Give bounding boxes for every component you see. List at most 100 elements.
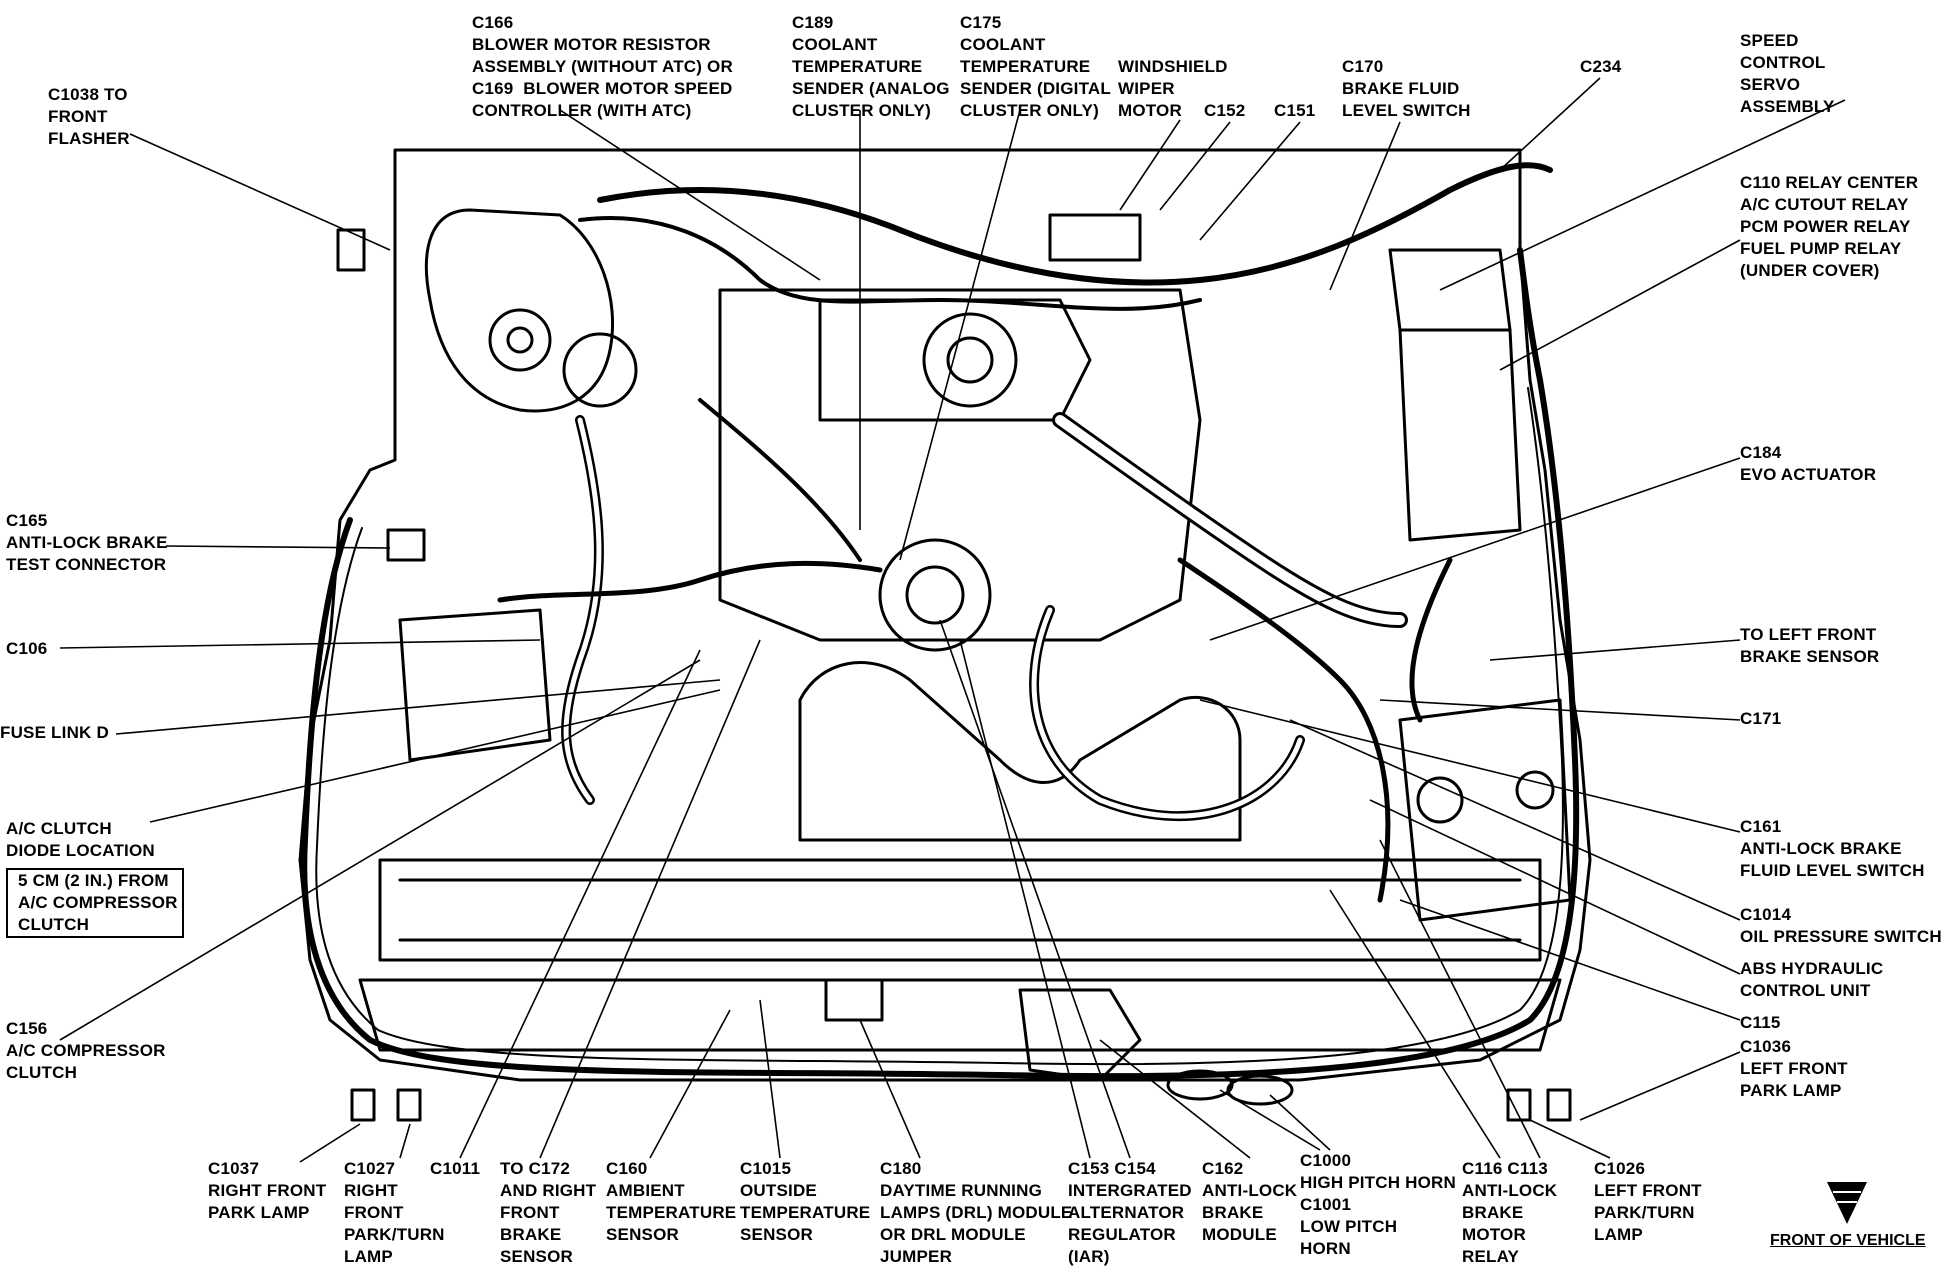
label-line: C110 RELAY CENTER bbox=[1740, 173, 1919, 192]
label-line: PARK/TURN bbox=[1594, 1203, 1695, 1222]
conn-c1027 bbox=[396, 1088, 422, 1122]
label-line: BRAKE bbox=[1462, 1203, 1524, 1222]
label-line: C175 bbox=[960, 13, 1002, 32]
label-line: BRAKE SENSOR bbox=[1740, 647, 1880, 666]
label-line: C160 bbox=[606, 1159, 648, 1178]
engine-block bbox=[718, 288, 1202, 642]
radiator-support bbox=[378, 858, 1542, 962]
label-line: SENDER (DIGITAL bbox=[960, 79, 1111, 98]
label-line: A/C COMPRESSOR bbox=[6, 1041, 166, 1060]
label-line: C1000 bbox=[1300, 1151, 1352, 1170]
throttle-body-inner bbox=[946, 336, 994, 384]
alternator-inner bbox=[905, 565, 965, 625]
label-line: LAMPS (DRL) MODULE bbox=[880, 1203, 1073, 1222]
label-line: C151 bbox=[1274, 101, 1316, 120]
wiper-motor bbox=[1048, 213, 1142, 262]
label-line: TEMPERATURE bbox=[792, 57, 923, 76]
label-line: INTERGRATED bbox=[1068, 1181, 1192, 1200]
top-harness-2 bbox=[578, 216, 1202, 311]
label-line: A/C COMPRESSOR bbox=[18, 893, 178, 912]
throttle-body bbox=[922, 312, 1018, 408]
label-line: C1037 bbox=[208, 1159, 260, 1178]
harness-outer bbox=[301, 247, 1580, 1080]
label-line: C116 C113 bbox=[1462, 1159, 1548, 1178]
label-line: HIGH PITCH HORN bbox=[1300, 1173, 1456, 1192]
label-line: FUSE LINK D bbox=[0, 723, 109, 742]
label-line: C162 bbox=[1202, 1159, 1244, 1178]
label-line: C153 C154 bbox=[1068, 1159, 1156, 1178]
label-line: (IAR) bbox=[1068, 1247, 1110, 1266]
label-line: COOLANT bbox=[960, 35, 1046, 54]
label-line: BRAKE FLUID bbox=[1342, 79, 1460, 98]
label-line: ANTI-LOCK BRAKE bbox=[6, 533, 168, 552]
label-line: OUTSIDE bbox=[740, 1181, 817, 1200]
conn-c1026 bbox=[1506, 1088, 1532, 1122]
label-line: C234 bbox=[1580, 57, 1622, 76]
left-tray bbox=[398, 608, 552, 762]
label-line: CLUSTER ONLY) bbox=[792, 101, 931, 120]
label-line: C171 bbox=[1740, 709, 1782, 728]
front-of-vehicle-label: FRONT OF VEHICLE bbox=[1770, 1232, 1926, 1249]
label-line: OIL PRESSURE SWITCH bbox=[1740, 927, 1942, 946]
leader-lines bbox=[59, 77, 1846, 1163]
label-line: MOTOR bbox=[1462, 1225, 1526, 1244]
harness-branch-3 bbox=[1409, 557, 1453, 723]
radiator-support-2 bbox=[398, 878, 1522, 942]
label-line: A/C CUTOUT RELAY bbox=[1740, 195, 1909, 214]
abs-unit bbox=[1398, 698, 1572, 922]
label-line: C1015 bbox=[740, 1159, 792, 1178]
intake-manifold bbox=[818, 298, 1092, 422]
label-line: RIGHT bbox=[344, 1181, 398, 1200]
harness-branch-2 bbox=[1177, 557, 1391, 903]
label-line: DAYTIME RUNNING bbox=[880, 1181, 1042, 1200]
air-intake-duct-inner bbox=[1055, 415, 1405, 625]
pulley-left bbox=[562, 332, 638, 408]
label-line: FRONT bbox=[48, 107, 108, 126]
label-line: ABS HYDRAULIC bbox=[1740, 959, 1884, 978]
conn-c1036 bbox=[1546, 1088, 1572, 1122]
label-line: WIPER bbox=[1118, 79, 1175, 98]
label-line: C189 bbox=[792, 13, 834, 32]
drl-module bbox=[824, 978, 884, 1022]
label-line: SENSOR bbox=[740, 1225, 813, 1244]
harness-branch-1 bbox=[497, 560, 883, 603]
label-c171: C171 bbox=[1740, 708, 1781, 730]
label-line: HORN bbox=[1300, 1239, 1351, 1258]
left-tower bbox=[424, 208, 615, 413]
abs-cap bbox=[1515, 770, 1555, 810]
label-line: SENSOR bbox=[606, 1225, 679, 1244]
label-line: LEVEL SWITCH bbox=[1342, 101, 1471, 120]
label-line: PARK/TURN bbox=[344, 1225, 445, 1244]
label-line: AND RIGHT bbox=[500, 1181, 597, 1200]
label-line: ANTI-LOCK bbox=[1462, 1181, 1558, 1200]
label-line: TEST CONNECTOR bbox=[6, 555, 167, 574]
label-line: ANTI-LOCK bbox=[1202, 1181, 1298, 1200]
label-line: AMBIENT bbox=[606, 1181, 685, 1200]
harness-branch-4 bbox=[698, 398, 862, 562]
relay-center-2 bbox=[1388, 248, 1512, 332]
alternator bbox=[878, 538, 992, 652]
label-line: ANTI-LOCK BRAKE bbox=[1740, 839, 1902, 858]
label-line: C1038 TO bbox=[48, 85, 128, 104]
front-arrow-icon bbox=[1827, 1182, 1867, 1224]
label-line: SPEED bbox=[1740, 31, 1799, 50]
label-line: PARK LAMP bbox=[1740, 1081, 1842, 1100]
